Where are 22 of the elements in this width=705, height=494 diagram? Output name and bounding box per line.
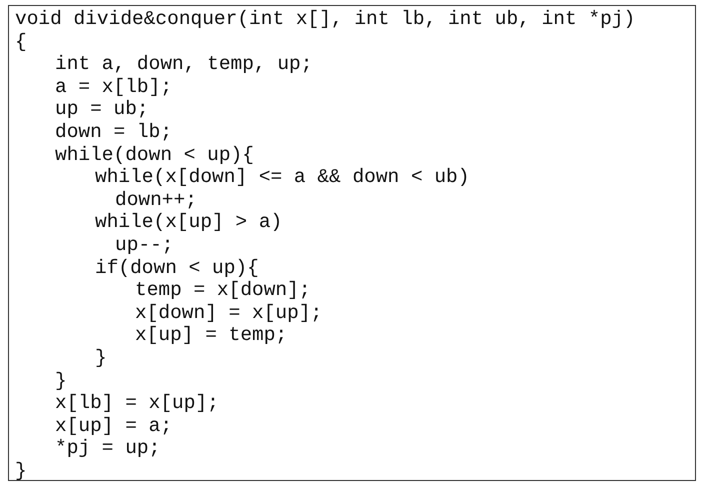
- code-line: down++;: [115, 188, 197, 211]
- code-line: if(down < up){: [95, 256, 259, 279]
- code-line: x[up] = temp;: [135, 324, 288, 346]
- code-line: {: [15, 30, 27, 53]
- code-box: [8, 5, 696, 481]
- code-line: up = ub;: [55, 98, 149, 120]
- code-line: x[lb] = x[up];: [55, 392, 219, 414]
- code-line: }: [95, 347, 107, 369]
- code-line: int a, down, temp, up;: [55, 53, 312, 76]
- code-line: *pj = up;: [55, 437, 160, 460]
- code-line: up--;: [115, 234, 174, 256]
- code-line: x[up] = a;: [55, 414, 172, 437]
- code-line: while(x[down] <= a && down < ub): [95, 166, 470, 188]
- code-line: }: [15, 460, 27, 482]
- code-line: while(down < up){: [55, 144, 254, 166]
- code-line: void divide&conquer(int x[], int lb, int ub, int *pj): [15, 8, 636, 30]
- code-line: temp = x[down];: [135, 279, 311, 302]
- code-line: x[down] = x[up];: [135, 302, 322, 324]
- code-line: a = x[lb];: [55, 76, 172, 98]
- code-line: while(x[up] > a): [95, 211, 282, 234]
- code-line: down = lb;: [55, 121, 172, 143]
- code-line: }: [55, 370, 67, 392]
